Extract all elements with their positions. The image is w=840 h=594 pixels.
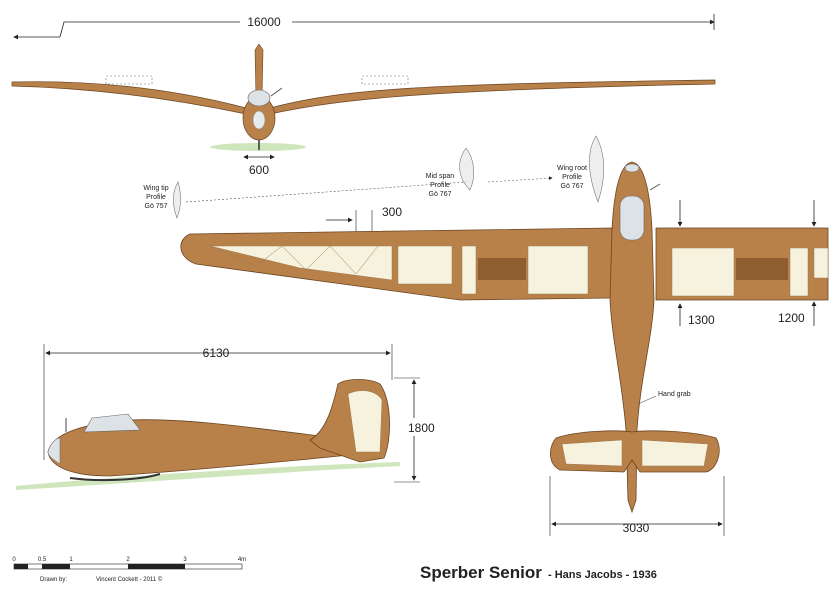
scale-tick-5: 4m (238, 557, 246, 563)
plan-wing-right-bay-2 (789, 247, 809, 297)
profile-station-line-2 (487, 176, 553, 183)
side-skid (69, 473, 161, 482)
tip-profile-line3: Gö 757 (145, 203, 168, 210)
aileron-chord-label: 300 (382, 205, 402, 219)
plan-elevator-left (561, 439, 623, 467)
scale-tick-1: 0.5 (38, 557, 47, 563)
mid-profile-line3: Gö 767 (429, 191, 452, 198)
scale-tick-0: 0 (12, 557, 16, 563)
front-view: 16000 600 (11, 14, 716, 177)
drawing-title: Sperber Senior (420, 563, 542, 582)
span-label: 16000 (247, 15, 281, 29)
front-nose (252, 110, 266, 130)
side-view: 6130 1800 (16, 344, 435, 490)
span-dimension-line (13, 14, 715, 40)
root-profile-line3: Gö 767 (561, 183, 584, 190)
scale-bar: 0 0.5 1 2 3 4m Drawn by: Vincent Cockett… (12, 557, 246, 583)
profiles: Wing tip Profile Gö 757 Mid span Profile… (143, 135, 605, 219)
front-fin (254, 43, 264, 99)
side-canopy (83, 413, 141, 433)
side-ground (16, 462, 400, 490)
tip-profile-shape (173, 181, 181, 219)
length-label: 6130 (203, 346, 230, 360)
plan-wing-right-bay-3 (813, 247, 829, 279)
drawing-subtitle: - Hans Jacobs - 1936 (548, 569, 657, 581)
scale-tick-3: 2 (126, 557, 130, 563)
mid-profile-line1: Mid span (426, 173, 455, 180)
plan-strut (649, 183, 661, 191)
scale-tick-2: 1 (69, 557, 73, 563)
front-canopy (247, 89, 271, 107)
root-profile-line2: Profile (562, 174, 582, 181)
root-chord-label: 1300 (688, 313, 715, 327)
side-rudder (347, 390, 383, 453)
plan-view: 300 Hand grab 1300 120 (180, 161, 829, 536)
front-wing (11, 79, 716, 115)
tailplane-span-label: 3030 (623, 521, 650, 535)
aileron-extent-label: 1200 (778, 311, 805, 325)
plan-fuselage (609, 161, 655, 514)
root-profile-shape (589, 135, 605, 203)
profile-station-line-1 (185, 181, 467, 203)
plan-wing-right-ply (736, 258, 788, 280)
plan-wing-left-bay-1 (397, 245, 453, 285)
plan-wing-left-bay-2 (461, 245, 477, 295)
height-label: 1800 (408, 421, 435, 435)
mid-profile-shape (459, 147, 475, 191)
tip-profile-line1: Wing tip (143, 185, 168, 192)
plan-wing-left-ribs (209, 245, 379, 275)
side-nose (47, 437, 61, 465)
aileron-outline-right (361, 75, 409, 85)
plan-wing-right-bay-1 (671, 247, 735, 297)
tip-profile-line2: Profile (146, 194, 166, 201)
plan-wing-left-aileron-bay (209, 245, 393, 281)
hand-grab-label: Hand grab (658, 391, 691, 398)
drawn-by-label: Drawn by: (40, 577, 67, 583)
fuselage-width-label: 600 (249, 163, 269, 177)
aileron-outline-left (105, 75, 153, 85)
front-strut (270, 87, 283, 97)
root-profile-line1: Wing root (557, 165, 587, 172)
plan-nose (624, 163, 640, 173)
plan-elevator-right (641, 439, 709, 467)
scale-tick-4: 3 (183, 557, 187, 563)
hand-grab-leader (637, 395, 657, 405)
ground-shadow (210, 143, 306, 151)
plan-wing-left-ply (478, 258, 526, 280)
drawn-by-credit: Vincent Cockett - 2011 © (96, 576, 163, 583)
plan-cockpit (619, 195, 645, 241)
plan-wing-left-bay-3 (527, 245, 589, 295)
mid-profile-line2: Profile (430, 182, 450, 189)
